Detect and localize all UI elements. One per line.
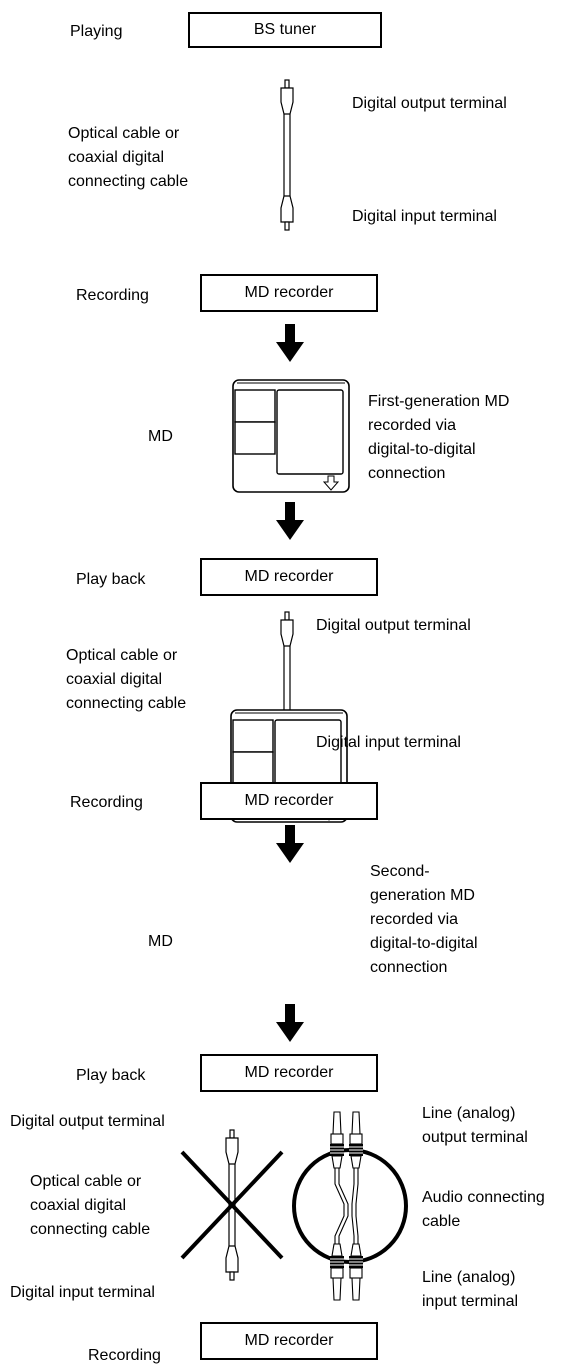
digital-output-terminal-label: Digital output terminal	[10, 1113, 165, 1130]
cable-label-line1: Optical cable or	[66, 647, 178, 664]
cable-label-line2: coaxial digital	[66, 671, 163, 688]
line-output-terminal-line1: Line (analog)	[422, 1105, 516, 1122]
md-description-line4: digital-to-digital	[370, 935, 478, 952]
digital-output-terminal-label: Digital output terminal	[352, 95, 507, 112]
optical-cable-3-crossed	[225, 1129, 239, 1281]
device-box-md-recorder: MD recorder	[200, 1322, 378, 1360]
arrow-down-icon	[276, 1004, 304, 1042]
arrow-down-icon	[276, 825, 304, 863]
cable-label-line2: coaxial digital	[68, 149, 165, 166]
mode-label-playback: Play back	[76, 1067, 146, 1084]
line-input-terminal-line1: Line (analog)	[422, 1269, 516, 1286]
line-input-terminal-line2: input terminal	[422, 1293, 519, 1310]
arrow-down-icon	[276, 324, 304, 362]
audio-cable-circled	[292, 1111, 408, 1301]
digital-input-terminal-label: Digital input terminal	[316, 734, 461, 751]
arrow-down-icon	[276, 502, 304, 540]
mode-label-playback: Play back	[76, 571, 146, 588]
md-description-line1: First-generation MD	[368, 393, 510, 410]
cross-mark-icon	[180, 1150, 284, 1260]
device-box-bs-tuner: BS tuner	[188, 12, 382, 48]
mode-label-recording: Recording	[70, 794, 143, 811]
digital-output-terminal-label: Digital output terminal	[316, 617, 471, 634]
device-box-md-recorder: MD recorder	[200, 1054, 378, 1092]
cable-label-line3: connecting cable	[66, 695, 187, 712]
md-description-line1: Second-	[370, 863, 430, 880]
md-description-line2: generation MD	[370, 887, 475, 904]
device-box-md-recorder: MD recorder	[200, 274, 378, 312]
minidisc-icon	[232, 379, 350, 493]
cable-label-line2: coaxial digital	[30, 1197, 127, 1214]
md-description-line3: recorded via	[370, 911, 459, 928]
md-description-line2: recorded via	[368, 417, 457, 434]
optical-cable-1	[280, 79, 294, 231]
cable-label-line1: Optical cable or	[30, 1173, 142, 1190]
mode-label-recording: Recording	[76, 287, 149, 304]
digital-input-terminal-label: Digital input terminal	[352, 208, 497, 225]
md-label: MD	[148, 428, 173, 445]
md-description-line5: connection	[370, 959, 448, 976]
md-description-line3: digital-to-digital	[368, 441, 476, 458]
md-label: MD	[148, 933, 173, 950]
device-box-md-recorder: MD recorder	[200, 558, 378, 596]
md-description-line4: connection	[368, 465, 446, 482]
cable-label-line3: connecting cable	[68, 173, 189, 190]
digital-input-terminal-label: Digital input terminal	[10, 1284, 155, 1301]
cable-label-line1: Optical cable or	[68, 125, 180, 142]
audio-cable-label-line2: cable	[422, 1213, 461, 1230]
mode-label-recording: Recording	[88, 1347, 161, 1364]
audio-cable-label-line1: Audio connecting	[422, 1189, 545, 1206]
mode-label-playing: Playing	[70, 23, 123, 40]
cable-label-line3: connecting cable	[30, 1221, 151, 1238]
line-output-terminal-line2: output terminal	[422, 1129, 528, 1146]
device-box-md-recorder: MD recorder	[200, 782, 378, 820]
